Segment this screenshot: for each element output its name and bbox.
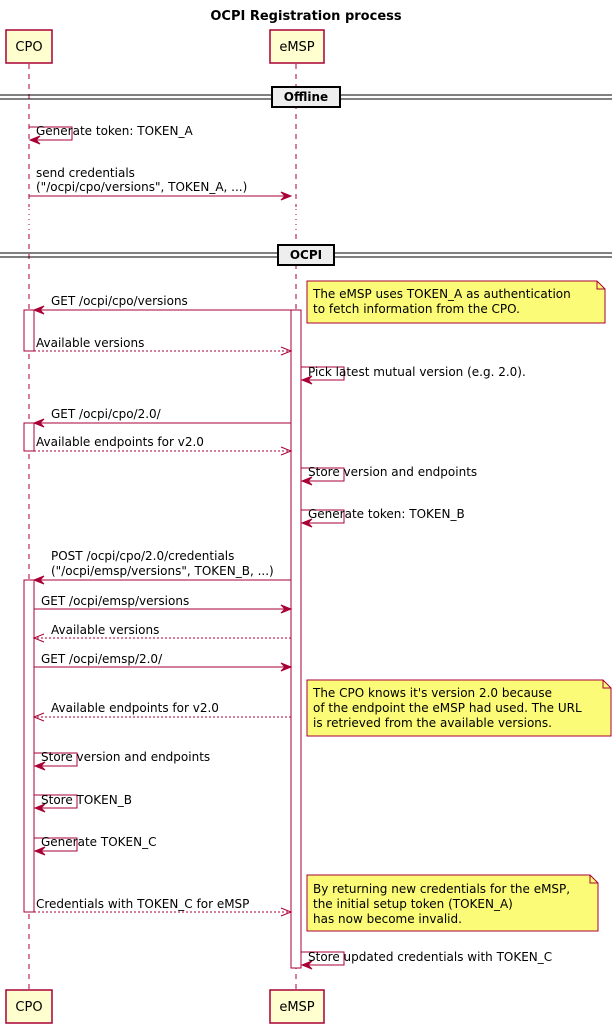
self-message-arrow [301, 509, 345, 524]
arrowhead [32, 575, 45, 585]
message-label: Generate token: TOKEN_A [36, 124, 193, 138]
self-message-arrow [29, 126, 73, 141]
activation-bar [23, 422, 35, 452]
participant-cpo-bottom [5, 989, 53, 1024]
arrowhead [33, 803, 46, 813]
arrowhead [300, 375, 313, 385]
message-label: Store TOKEN_B [41, 793, 132, 807]
note-text: is retrieved from the available versions… [313, 716, 552, 730]
divider-ocpi [277, 244, 335, 266]
note-text: the initial setup token (TOKEN_A) [313, 897, 513, 911]
note-text: to fetch information from the CPO. [313, 302, 520, 316]
note [306, 679, 612, 737]
note-fold [589, 875, 598, 884]
message-label: Generate TOKEN_C [41, 835, 156, 849]
divider-label-ocpi: OCPI [290, 248, 322, 262]
participant-label-emsp: eMSP [279, 40, 314, 55]
self-message-arrow [34, 837, 78, 852]
participant-label-cpo: CPO [15, 40, 42, 55]
note-text: of the endpoint the eMSP had used. The U… [313, 701, 582, 715]
arrowhead [280, 446, 293, 456]
note-text: The CPO knows it's version 2.0 because [312, 686, 552, 700]
message-label: POST /ocpi/cpo/2.0/credentials [51, 549, 234, 563]
self-message-arrow [301, 366, 345, 381]
arrowhead [300, 476, 313, 486]
divider-label-offline: Offline [284, 90, 328, 104]
message-label: Available versions [36, 336, 144, 350]
arrowhead [280, 907, 293, 917]
arrowhead [32, 418, 45, 428]
message-label: Available versions [51, 623, 159, 637]
participant-emsp-top [269, 29, 325, 64]
arrowhead [32, 305, 45, 315]
note-text: The eMSP uses TOKEN_A as authentication [312, 287, 571, 301]
message-label: Available endpoints for v2.0 [51, 701, 219, 715]
arrowhead [280, 604, 293, 614]
participant-cpo-top [5, 29, 53, 64]
message-label: Pick latest mutual version (e.g. 2.0). [308, 365, 526, 379]
arrowhead [280, 191, 293, 201]
message-label: Store version and endpoints [308, 465, 477, 479]
activation-bar [290, 309, 302, 969]
message-label: send credentials [36, 166, 135, 180]
arrowhead [33, 761, 46, 771]
note-text: By returning new credentials for the eMS… [313, 882, 570, 896]
note-text: has now become invalid. [313, 912, 462, 926]
self-message-arrow [34, 752, 78, 767]
message-label: Store version and endpoints [41, 750, 210, 764]
note [306, 874, 599, 932]
arrowhead [32, 633, 45, 643]
self-message-arrow [301, 467, 345, 482]
diagram-title: OCPI Registration process [210, 9, 401, 24]
note [306, 280, 606, 324]
participant-label-cpo: CPO [15, 1000, 42, 1015]
message-label: Generate token: TOKEN_B [308, 507, 465, 521]
message-label: Available endpoints for v2.0 [36, 435, 204, 449]
arrowhead [32, 712, 45, 722]
arrowhead [280, 662, 293, 672]
arrowhead [280, 346, 293, 356]
message-label: GET /ocpi/emsp/versions [41, 594, 189, 608]
note-fold [602, 680, 611, 689]
message-label: Credentials with TOKEN_C for eMSP [36, 897, 249, 911]
arrowhead [300, 960, 313, 970]
participant-label-emsp: eMSP [279, 1000, 314, 1015]
activation-bar [23, 579, 35, 913]
message-label: GET /ocpi/cpo/versions [51, 294, 188, 308]
arrowhead [33, 846, 46, 856]
arrowhead [300, 518, 313, 528]
message-label: Store updated credentials with TOKEN_C [308, 950, 552, 964]
arrowhead [28, 135, 41, 145]
message-label: ("/ocpi/emsp/versions", TOKEN_B, ...) [51, 564, 274, 578]
message-label: GET /ocpi/emsp/2.0/ [41, 652, 163, 666]
participant-emsp-bottom [269, 989, 325, 1024]
self-message-arrow [34, 794, 78, 809]
message-label: ("/ocpi/cpo/versions", TOKEN_A, ...) [36, 180, 247, 194]
divider-offline [271, 86, 341, 108]
message-label: GET /ocpi/cpo/2.0/ [51, 407, 162, 421]
self-message-arrow [301, 951, 345, 966]
note-fold [596, 281, 605, 290]
activation-bar [23, 309, 35, 352]
